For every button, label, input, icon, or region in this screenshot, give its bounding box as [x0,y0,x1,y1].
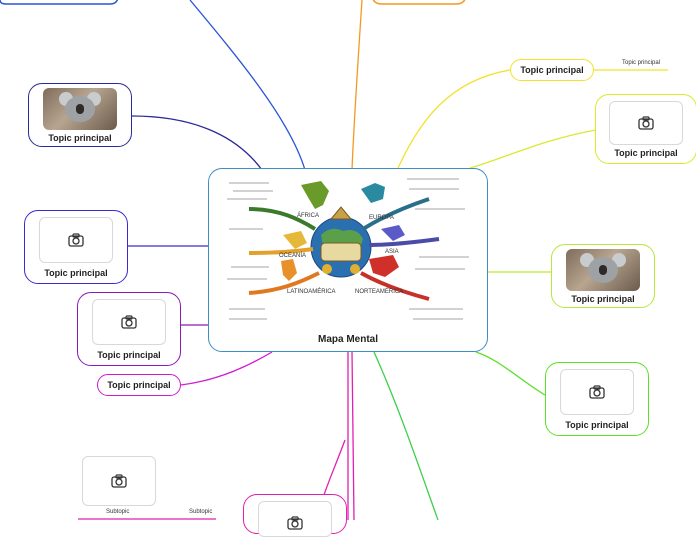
topic-label: Topic principal [614,147,678,158]
image-placeholder[interactable] [92,298,166,345]
mind-map-connectors [0,0,668,520]
topic-node-koala-left[interactable]: Topic principal [28,83,132,147]
label-norteamerica: NORTEAMÉRICA [355,288,403,295]
topic-label: Topic principal [97,349,161,360]
connector-right-camera1 [469,129,597,169]
subtopic-right-label[interactable]: Subtopic [189,509,213,515]
topic-node-camera-right-1[interactable]: Topic principal [595,94,696,164]
camera-icon [121,314,137,329]
camera-icon [68,232,84,247]
topic-pill-right[interactable]: Topic principal [510,59,594,81]
topic-pill-left[interactable]: Topic principal [97,374,181,396]
topic-label: Topic principal [565,419,629,430]
topic-node-camera-right-2[interactable]: Topic principal [545,362,649,436]
subtopic-image-placeholder[interactable] [82,456,156,506]
image-placeholder[interactable] [258,501,332,537]
connector-right-camera2 [475,351,546,396]
image-placeholder[interactable] [560,368,634,415]
central-title: Mapa Mental [317,334,378,345]
connector-top-left [189,0,306,171]
central-topic[interactable]: ÁFRICA EUROPA ASIA OCEANÍA LATINOAMÉRICA… [208,168,488,352]
connector-right-pill [397,69,511,169]
topic-label: Topic principal [48,132,112,143]
label-africa: ÁFRICA [297,212,319,219]
topic-node-koala-right[interactable]: Topic principal [551,244,655,308]
image-placeholder[interactable] [39,216,113,263]
connector-top-orange [351,0,363,171]
topic-label: Topic principal [44,267,108,278]
camera-icon [589,384,605,399]
world-map-illustration: ÁFRICA EUROPA ASIA OCEANÍA LATINOAMÉRICA… [227,178,469,320]
label-asia: ASIA [385,249,399,255]
label-europa: EUROPA [369,215,394,221]
node-top-left-partial [0,0,119,5]
topic-node-bottom-partial[interactable] [243,494,347,537]
connector-left-pill [180,351,273,386]
koala-photo [43,87,117,130]
connector-bottom-b [351,351,355,520]
topic-node-camera-left-2[interactable]: Topic principal [77,292,181,366]
connector-bottom-green [373,351,439,520]
koala-photo [566,248,640,291]
topic-node-camera-left-1[interactable]: Topic principal [24,210,128,284]
label-latinoamerica: LATINOAMÉRICA [287,288,336,295]
image-placeholder[interactable] [609,100,683,145]
label-oceania: OCEANÍA [279,252,306,259]
topic-label: Topic principal [571,293,635,304]
camera-icon [287,516,303,530]
camera-icon [638,115,654,130]
subtopic-left-label[interactable]: Subtopic [106,509,130,515]
camera-icon [111,474,127,488]
node-top-orange-partial [372,0,466,5]
connector-koala-left [131,115,263,171]
topic-right-text[interactable]: Topic principal [622,60,661,66]
